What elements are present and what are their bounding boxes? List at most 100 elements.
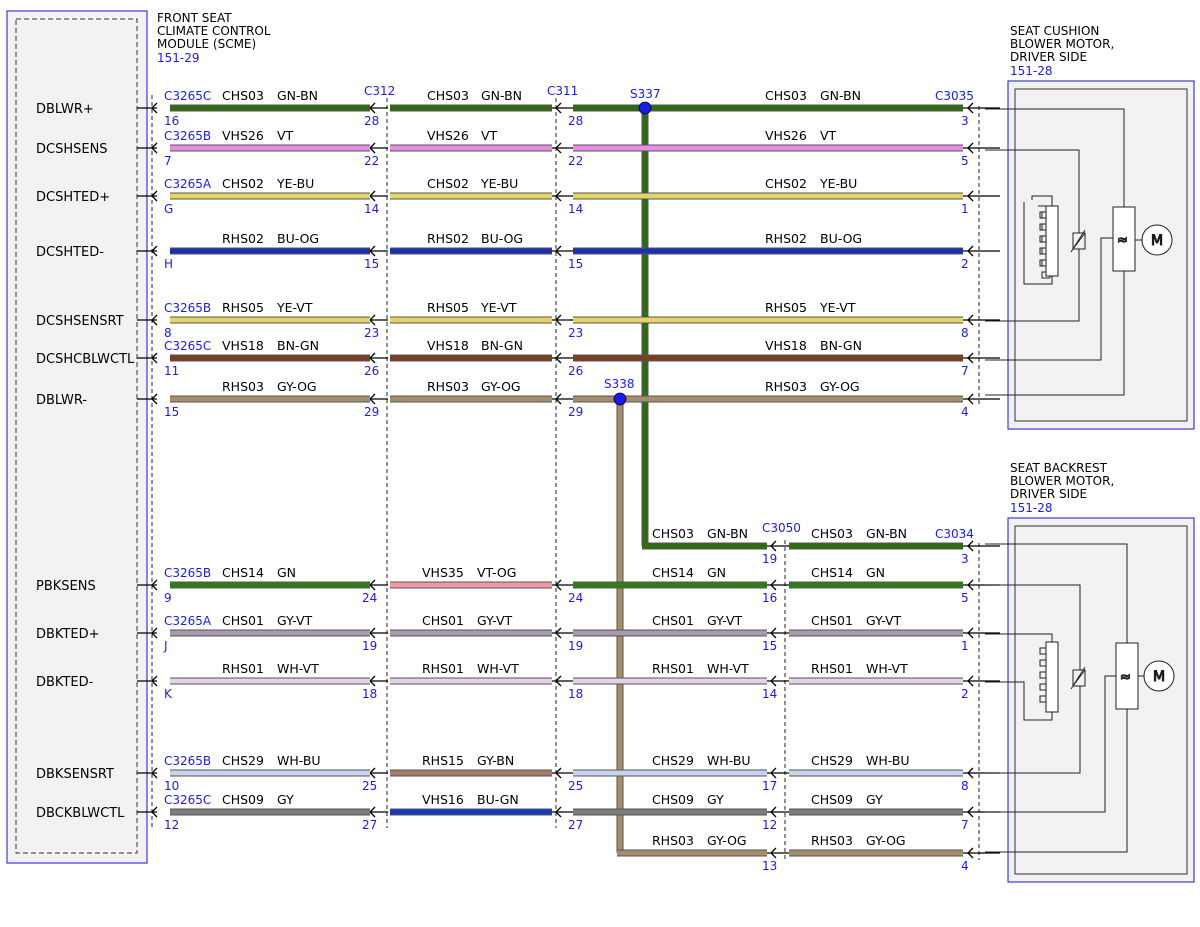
arrow-device-_r.b4 xyxy=(967,806,974,818)
cushion-wire-1 xyxy=(1023,195,1053,285)
conn-module-_r.t1: C3265A xyxy=(164,177,212,191)
color-_r.t1-3: YE-BU xyxy=(819,176,857,191)
color-_r.b2-1: WH-VT xyxy=(277,661,319,676)
arrow-device-_r.n xyxy=(967,393,974,405)
scme-module-inner xyxy=(15,18,138,854)
signal-_r.p: DBLWR+ xyxy=(36,102,94,117)
pin-module-_r.b0: 9 xyxy=(164,591,172,605)
circuit-_r.b1-1: CHS01 xyxy=(222,613,264,628)
pin-device-_r.b4: 7 xyxy=(961,818,969,832)
color-_r.b1-1: GY-VT xyxy=(277,613,313,628)
arrow-c311-_r.n xyxy=(555,393,562,405)
cushion-internals: ≈ M xyxy=(985,108,1173,396)
backrest-heater-frame xyxy=(1045,641,1059,713)
pin-device-_r.t3: 8 xyxy=(961,326,969,340)
pin-c311-_r.t2: 15 xyxy=(568,257,583,271)
circuit-_r.t1-2: CHS02 xyxy=(427,176,469,191)
arrow-c3050-_r.b0 xyxy=(770,579,777,591)
circuit-_r.fp-1: CHS03 xyxy=(652,526,694,541)
arrow-c311-_r.t3 xyxy=(555,314,562,326)
circuit-_r.b1-2: CHS01 xyxy=(422,613,464,628)
cushion-motor-label: M xyxy=(1151,233,1163,249)
color-_r.b4-1: GY xyxy=(277,792,294,807)
arrow-module-_r.b1 xyxy=(151,627,158,639)
color-_r.t0-1: VT xyxy=(277,128,294,143)
arrow-module-_r.b2 xyxy=(151,675,158,687)
backrest-thermistor xyxy=(1070,666,1086,690)
pin-c311-_r.t3: 23 xyxy=(568,326,583,340)
arrow-c311-_r.t0 xyxy=(555,142,562,154)
arrow-c3050-_r.fp xyxy=(770,540,777,552)
color-_r.b1-3: GY-VT xyxy=(707,613,743,628)
circuit-_r.b4-1: CHS09 xyxy=(222,792,264,807)
signal-_r.t2: DCSHTED- xyxy=(36,245,104,260)
arrow-c311-_r.p xyxy=(555,102,562,114)
arrow-c3050-_r.b4 xyxy=(770,806,777,818)
circuit-_r.b0-2: VHS35 xyxy=(422,565,464,580)
splice-s337-dot xyxy=(638,101,652,115)
circuit-_r.t1-1: CHS02 xyxy=(222,176,264,191)
color-_r.n-2: GY-OG xyxy=(481,379,521,394)
arrow-device-_r.p xyxy=(967,102,974,114)
pin-device-_r.t4: 7 xyxy=(961,364,969,378)
color-_r.t1-2: YE-BU xyxy=(480,176,518,191)
pin-c312-_r.t2: 15 xyxy=(364,257,379,271)
color-_r.b0-1: GN xyxy=(277,565,296,580)
pin-module-_r.b4: 12 xyxy=(164,818,179,832)
circuit-_r.b4-2: VHS16 xyxy=(422,792,464,807)
signal-_r.t4: DCSHCBLWCTL xyxy=(36,352,135,367)
circuit-_r.b2-1: RHS01 xyxy=(222,661,264,676)
color-_r.t2-3: BU-OG xyxy=(820,231,862,246)
color-_r.fn-1: GY-OG xyxy=(707,833,747,848)
arrow-module-_r.n xyxy=(151,393,158,405)
arrow-device-_r.t0 xyxy=(967,142,974,154)
arrow-c311-_r.t1 xyxy=(555,190,562,202)
color-_r.b0-2: VT-OG xyxy=(477,565,516,580)
c3035-label: C3035 xyxy=(935,89,974,103)
backrest-title-line-2: BLOWER MOTOR, xyxy=(1010,474,1114,488)
circuit-_r.fn-1: RHS03 xyxy=(652,833,694,848)
signal-_r.b2: DBKTED- xyxy=(36,675,94,690)
pin-device-_r.n: 4 xyxy=(961,405,969,419)
cushion-title-line-2: BLOWER MOTOR, xyxy=(1010,37,1114,51)
pin-c311-_r.t4: 26 xyxy=(568,364,583,378)
scme-title-line-3: MODULE (SCME) xyxy=(157,37,256,51)
circuit-_r.t2-3: RHS02 xyxy=(765,231,807,246)
circuit-_r.p-2: CHS03 xyxy=(427,88,469,103)
color-_r.b3-1: WH-BU xyxy=(277,753,321,768)
pin-module-_r.b2: K xyxy=(164,687,173,701)
conn-module-_r.t0: C3265B xyxy=(164,129,211,143)
color-_r.b4-2: BU-GN xyxy=(477,792,519,807)
arrow-module-_r.t4 xyxy=(151,352,158,364)
backrest-motor-label: M xyxy=(1153,669,1165,685)
pin-c312-_r.n: 29 xyxy=(364,405,379,419)
pin-c312-_r.p: 28 xyxy=(364,114,379,128)
pin-c311-_r.p: 28 xyxy=(568,114,583,128)
pin-c312-_r.t4: 26 xyxy=(364,364,379,378)
color-_r.b3-3: WH-BU xyxy=(707,753,751,768)
pin-c312-_r.b0: 24 xyxy=(362,591,377,605)
cushion-ref: 151-28 xyxy=(1010,64,1053,78)
color-_r.t4-3: BN-GN xyxy=(820,338,862,353)
splice-s337-label: S337 xyxy=(630,87,661,101)
color-_r.fn-2: GY-OG xyxy=(866,833,906,848)
signal-_r.b4: DBCKBLWCTL xyxy=(36,806,125,821)
color-_r.t2-2: BU-OG xyxy=(481,231,523,246)
pin-module-_r.n: 15 xyxy=(164,405,179,419)
splice-s338-dot xyxy=(613,392,627,406)
color-_r.t4-1: BN-GN xyxy=(277,338,319,353)
splice-s338-label: S338 xyxy=(604,377,635,391)
arrow-device-_r.t4 xyxy=(967,352,974,364)
arrow-module-_r.b0 xyxy=(151,579,158,591)
conn-module-_r.b0: C3265B xyxy=(164,566,211,580)
circuit-_r.t4-1: VHS18 xyxy=(222,338,264,353)
backrest-title-line-1: SEAT BACKREST xyxy=(1010,461,1108,475)
color-_r.p-1: GN-BN xyxy=(277,88,318,103)
cushion-tsense-wire xyxy=(985,149,1080,322)
pin-device-_r.b2: 2 xyxy=(961,687,969,701)
arrow-module-_r.t2 xyxy=(151,245,158,257)
circuit-_r.b1-4: CHS01 xyxy=(811,613,853,628)
scme-module-label: FRONT SEAT CLIMATE CONTROL MODULE (SCME)… xyxy=(157,11,271,65)
backrest-tsense-wire xyxy=(985,584,1081,774)
arrow-device-_r.t3 xyxy=(967,314,974,326)
